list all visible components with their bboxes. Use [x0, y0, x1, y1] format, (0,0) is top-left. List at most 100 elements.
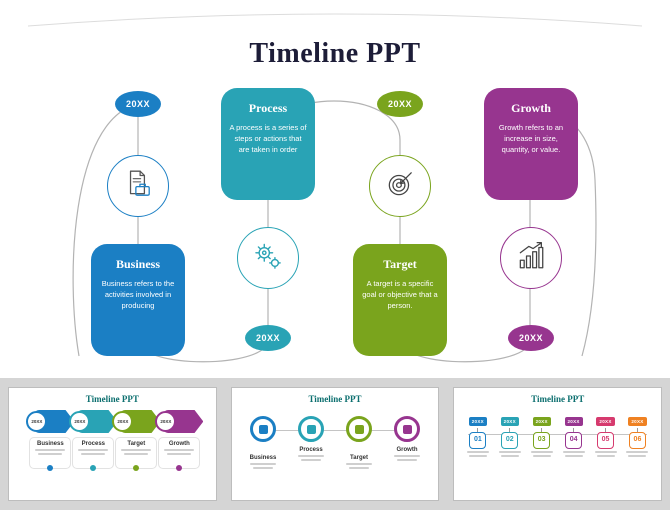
process-card-title: Process — [248, 101, 288, 115]
document-briefcase-icon — [122, 168, 154, 205]
caption-box: Target — [342, 455, 376, 469]
caption-text-bar — [298, 455, 324, 457]
step-number: 06 — [628, 432, 646, 449]
caption-text-bar — [38, 453, 63, 455]
target-card-description: A target is a specific goal or objective… — [362, 279, 438, 310]
thumbnail-item-01: 20XX 01 — [463, 410, 492, 457]
caption-text-bar — [500, 455, 519, 457]
slide-thumbnail-circles[interactable]: Timeline PPT Business Process — [230, 387, 440, 501]
mini-target-icon — [354, 424, 364, 434]
caption-text-bar — [81, 453, 106, 455]
caption-text-bar — [596, 455, 615, 457]
process-card-description: A process is a series of steps or action… — [229, 123, 307, 154]
business-card-title: Business — [115, 257, 161, 271]
bar-chart-icon — [515, 240, 547, 277]
ring-circle — [250, 416, 276, 442]
caption-label: Process — [299, 447, 323, 453]
caption-text-bar — [498, 451, 521, 453]
caption-box: Process — [72, 437, 115, 471]
caption-label: Target — [350, 455, 368, 461]
stem-line — [477, 428, 479, 432]
thumbnail-item-growth: 20XX Growth — [155, 410, 204, 471]
target-icon — [384, 168, 416, 205]
year-badge-business: 20XX — [115, 91, 161, 117]
thumbnail-strip: Timeline PPT 20XX Business 20XX Process — [0, 378, 670, 510]
caption-label: Growth — [396, 447, 418, 453]
thumbnail-item-business: Business — [246, 416, 280, 469]
step-number: 01 — [469, 432, 487, 449]
thumbnail-title: Timeline PPT — [531, 394, 585, 404]
year-tab: 20XX — [500, 417, 519, 426]
step-number: 05 — [597, 432, 615, 449]
target-card: Target A target is a specific goal or ob… — [353, 244, 447, 356]
ring-circle — [394, 416, 420, 442]
growth-card-description: Growth refers to an increase in size, qu… — [498, 123, 564, 154]
caption-box: Growth — [390, 447, 424, 461]
thumbnail-item-target: Target — [342, 416, 376, 469]
thumbnail-item-growth: Growth — [390, 416, 424, 469]
target-card-title: Target — [383, 257, 417, 271]
business-card: Business Business refers to the activiti… — [91, 244, 185, 356]
thumbnail-title: Timeline PPT — [308, 394, 362, 404]
top-decorative-arc — [27, 13, 643, 27]
process-card: Process A process is a series of steps o… — [221, 88, 315, 200]
accent-dot — [133, 465, 140, 471]
caption-box: Target — [115, 437, 158, 471]
ring-circle — [346, 416, 372, 442]
caption-label: Process — [81, 441, 105, 447]
year-tab: 20XX — [564, 417, 583, 426]
year-tab: 20XX — [596, 417, 615, 426]
caption-label: Business — [249, 455, 277, 461]
caption-text-bar — [530, 451, 553, 453]
caption-text-bar — [628, 455, 647, 457]
caption-text-bar — [626, 451, 649, 453]
year-tab: 20XX — [532, 417, 551, 426]
thumbnail-item-target: 20XX Target — [112, 410, 161, 471]
caption-box: Growth — [158, 437, 201, 471]
stem-line — [573, 428, 575, 432]
business-card-description: Business refers to the activities involv… — [101, 279, 175, 310]
thumbnail-item-03: 20XX 03 — [527, 410, 556, 457]
caption-text-bar — [532, 455, 551, 457]
growth-card-title: Growth — [511, 101, 551, 115]
ring-circle — [298, 416, 324, 442]
caption-text-bar — [594, 451, 617, 453]
step-number: 04 — [565, 432, 583, 449]
slide-thumbnail-arrows[interactable]: Timeline PPT 20XX Business 20XX Process — [8, 387, 217, 501]
growth-card: Growth Growth refers to an increase in s… — [484, 88, 578, 200]
thumbnail-item-05: 20XX 05 — [591, 410, 620, 457]
target-icon-circle — [369, 155, 431, 217]
stem-line — [541, 428, 543, 432]
slide-thumbnail-numbered[interactable]: Timeline PPT 20XX 01 20XX 02 20XX 03 — [453, 387, 663, 501]
gears-icon — [252, 240, 284, 277]
page-title: Timeline PPT — [249, 38, 421, 69]
caption-text-bar — [35, 449, 66, 451]
caption-text-bar — [121, 449, 152, 451]
thumbnail-arrow-row: 20XX Business 20XX Process — [15, 410, 210, 471]
mini-growth-icon — [402, 424, 412, 434]
thumbnail-number-row: 20XX 01 20XX 02 20XX 03 20XX — [460, 410, 655, 457]
caption-text-bar — [394, 455, 420, 457]
accent-dot — [47, 465, 54, 471]
year-badge: 20XX — [155, 411, 177, 432]
caption-text-bar — [349, 467, 369, 469]
caption-text-bar — [564, 455, 583, 457]
caption-text-bar — [167, 453, 192, 455]
growth-icon-circle — [500, 227, 562, 289]
caption-label: Growth — [168, 441, 190, 447]
year-badge-growth: 20XX — [508, 325, 554, 351]
caption-text-bar — [78, 449, 109, 451]
caption-box: Process — [294, 447, 328, 461]
caption-text-bar — [301, 459, 321, 461]
year-badge: 20XX — [112, 411, 134, 432]
caption-text-bar — [397, 459, 417, 461]
caption-text-bar — [164, 449, 195, 451]
caption-text-bar — [124, 453, 149, 455]
stem-line — [605, 428, 607, 432]
thumbnail-item-business: 20XX Business — [26, 410, 75, 471]
year-badge-process: 20XX — [245, 325, 291, 351]
thumbnail-item-02: 20XX 02 — [495, 410, 524, 457]
year-tab: 20XX — [468, 417, 487, 426]
stem-line — [509, 428, 511, 432]
step-number: 02 — [501, 432, 519, 449]
